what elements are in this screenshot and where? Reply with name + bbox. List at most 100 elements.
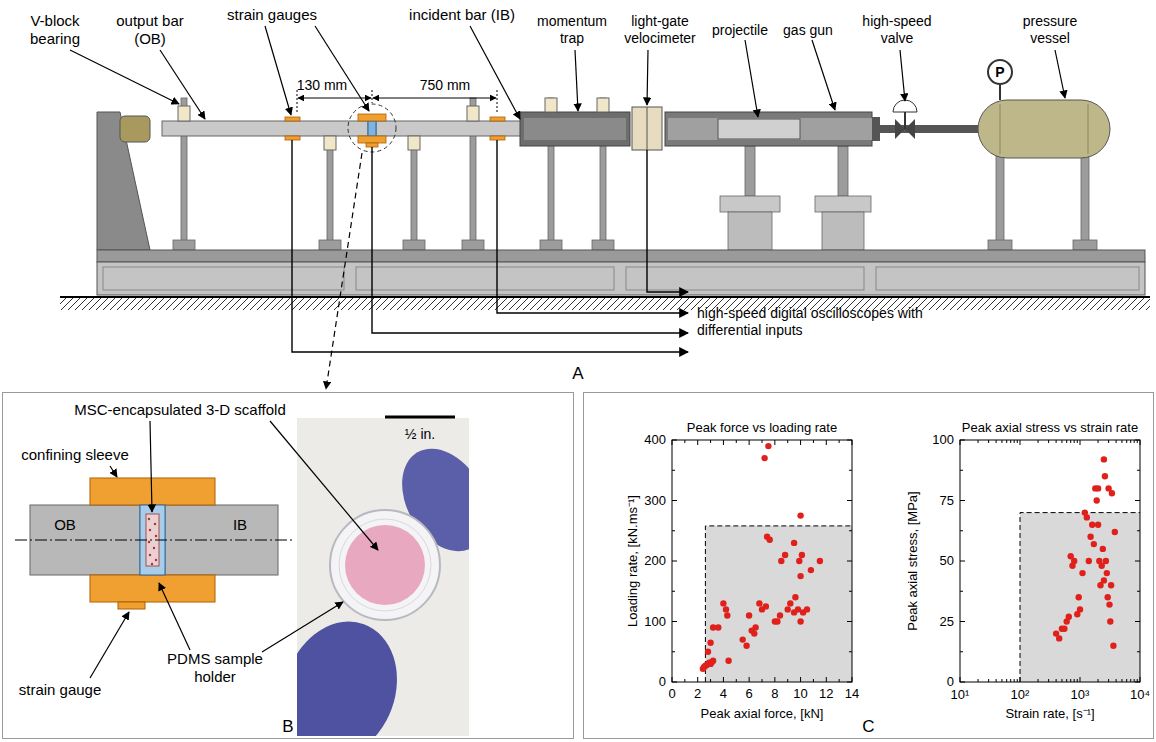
specimen-schematic (118, 602, 145, 609)
bar-label: IB (233, 516, 247, 534)
bars (893, 100, 917, 112)
signal-wires (497, 140, 688, 313)
panel-b-arrows (159, 583, 190, 650)
tick-label: 75 (940, 493, 954, 509)
axis-tick (672, 591, 675, 592)
dimension-lines (497, 90, 498, 114)
tick-label: 10¹ (951, 687, 970, 703)
bar-label: OB (54, 516, 76, 534)
axis-tick (1126, 679, 1127, 682)
chart-regions (705, 526, 852, 682)
part-label: incident bar (IB) (409, 6, 515, 24)
specimen-schematic (155, 535, 157, 537)
axis-tick (736, 679, 737, 682)
tick-label: 50 (940, 553, 954, 569)
data-point (808, 567, 814, 573)
bars (668, 118, 872, 140)
data-point (1087, 534, 1093, 540)
axis-tick (800, 677, 801, 682)
platform (876, 267, 1139, 290)
axis-tick (1077, 440, 1078, 443)
data-point (763, 603, 769, 609)
axis-tick (1116, 440, 1117, 443)
support-posts (728, 212, 772, 250)
axis-tick (672, 440, 673, 445)
data-point (817, 558, 823, 564)
bearing-caps (597, 98, 609, 112)
axis-tick (672, 440, 677, 441)
panel-b-arrows (262, 602, 343, 652)
axis-tick (1070, 679, 1071, 682)
axis-tick (978, 679, 979, 682)
axis-tick (847, 621, 852, 622)
bearing-caps (324, 136, 336, 150)
axis-tick (1137, 679, 1138, 682)
chart-regions (1020, 513, 1140, 682)
axis-tick (1020, 440, 1021, 445)
data-point (715, 624, 721, 630)
panel-b-arrows (90, 421, 378, 678)
data-point (1094, 497, 1100, 503)
sample-photo (297, 433, 469, 736)
axis-tick (847, 440, 852, 441)
axis-tick (1135, 561, 1140, 562)
data-point (791, 540, 797, 546)
axis-tick (749, 440, 750, 445)
axis-title: Peak axial stress, [MPa] (905, 491, 921, 630)
axis-tick (1001, 440, 1002, 443)
axis-tick (1077, 679, 1078, 682)
panel-b-arrows (110, 466, 117, 477)
part-label: MSC-encapsulated 3-D scaffold (74, 401, 286, 419)
platform (626, 267, 864, 290)
strain-gauges (285, 117, 300, 121)
leader-arrows (315, 26, 369, 111)
axis-tick (1070, 440, 1071, 443)
platform (60, 296, 1150, 298)
bars (880, 125, 978, 133)
sample-photo (297, 605, 416, 736)
data-point (720, 600, 726, 606)
tick-label: 10⁴ (1130, 687, 1150, 703)
axis-tick (672, 561, 677, 562)
strain-gauges (285, 136, 300, 140)
data-point (1103, 558, 1109, 564)
axis-ticks (672, 440, 1140, 682)
tick-label: 8 (771, 686, 778, 702)
axis-title: Peak axial force, [kN] (701, 706, 824, 722)
axis-tick (849, 530, 852, 531)
specimen-schematic (153, 547, 155, 549)
data-point (1109, 490, 1115, 496)
axis-tick (1010, 679, 1011, 682)
axis-tick (1014, 679, 1015, 682)
data-point (1079, 570, 1085, 576)
leader-arrows (900, 50, 905, 101)
bars (520, 112, 630, 146)
axis-tick (1056, 440, 1057, 443)
gauge-circle: P (987, 59, 1013, 85)
axis-tick (960, 591, 963, 592)
specimen-schematic (90, 478, 215, 505)
axis-tick (826, 440, 827, 445)
end-support (120, 116, 150, 142)
data-point (707, 640, 713, 646)
axis-tick (988, 679, 989, 682)
chart-title: Peak force vs loading rate (687, 420, 837, 436)
data-point (1076, 594, 1082, 600)
data-point (740, 636, 746, 642)
specimen-schematic (149, 529, 151, 531)
axis-tick (697, 677, 698, 682)
support-posts (815, 196, 871, 212)
axis-tick (1056, 679, 1057, 682)
data-point (774, 618, 780, 624)
platform (103, 267, 344, 290)
axis-tick (847, 500, 852, 501)
axis-tick (960, 682, 965, 683)
panel-b-arrows (90, 612, 129, 678)
support-posts (173, 240, 195, 250)
tick-label: 10 (793, 686, 807, 702)
sample-photo (339, 519, 431, 611)
dimension-lines (372, 90, 373, 103)
leader-arrows (265, 26, 291, 115)
bearing-caps (467, 106, 479, 121)
axis-tick (1066, 440, 1067, 443)
